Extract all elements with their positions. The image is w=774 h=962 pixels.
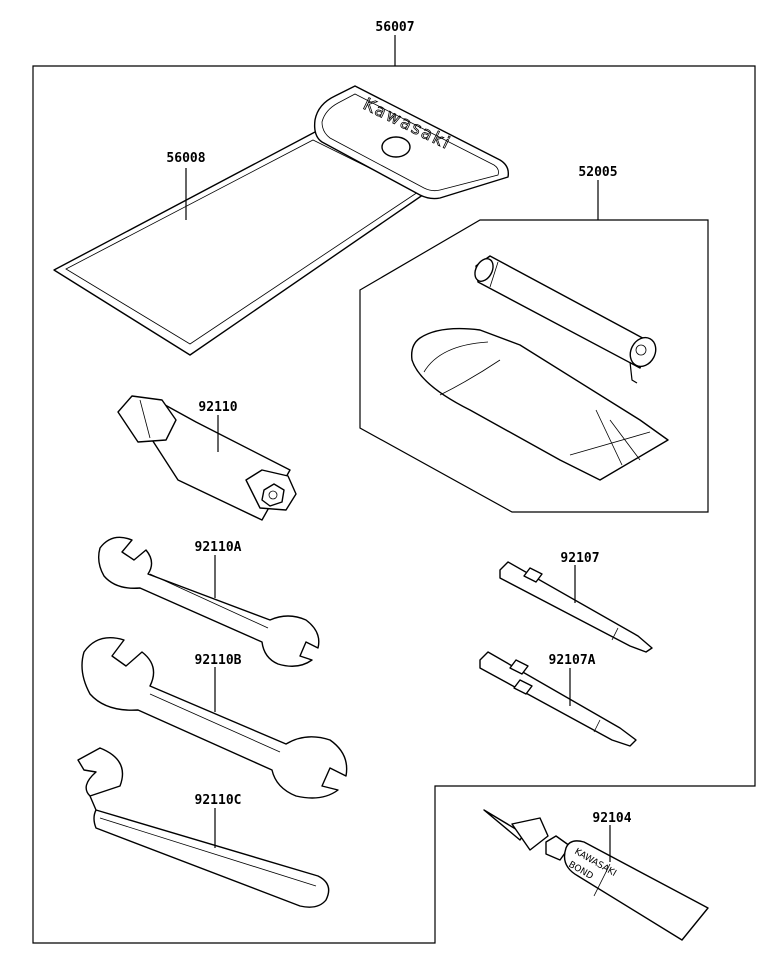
label-92107: 92107: [560, 551, 599, 566]
pump-kit-boundary: [359, 219, 709, 513]
label-92104: 92104: [592, 811, 631, 826]
screwdriver-92107a: [479, 651, 637, 747]
label-92107A: 92107A: [549, 653, 596, 668]
snap-button: [381, 136, 411, 158]
wrench-a: [97, 536, 320, 667]
kit-boundary: [32, 65, 756, 944]
wrench-b: [81, 637, 348, 799]
pump-bag: [410, 327, 669, 481]
label-52005: 52005: [578, 165, 617, 180]
label-56008: 56008: [166, 151, 205, 166]
plug-wrench: [117, 395, 297, 521]
label-92110C: 92110C: [195, 793, 242, 808]
label-92110A: 92110A: [195, 540, 242, 555]
label-92110: 92110: [198, 400, 237, 415]
label-56007: 56007: [375, 20, 414, 35]
label-92110B: 92110B: [195, 653, 242, 668]
bond-tube: KAWASAKI BOND: [483, 809, 709, 941]
screwdriver-92107: [499, 561, 653, 653]
tire-pump: [474, 255, 657, 384]
tool-pouch: Kawasaki: [53, 85, 510, 356]
wrench-c: [77, 747, 330, 908]
